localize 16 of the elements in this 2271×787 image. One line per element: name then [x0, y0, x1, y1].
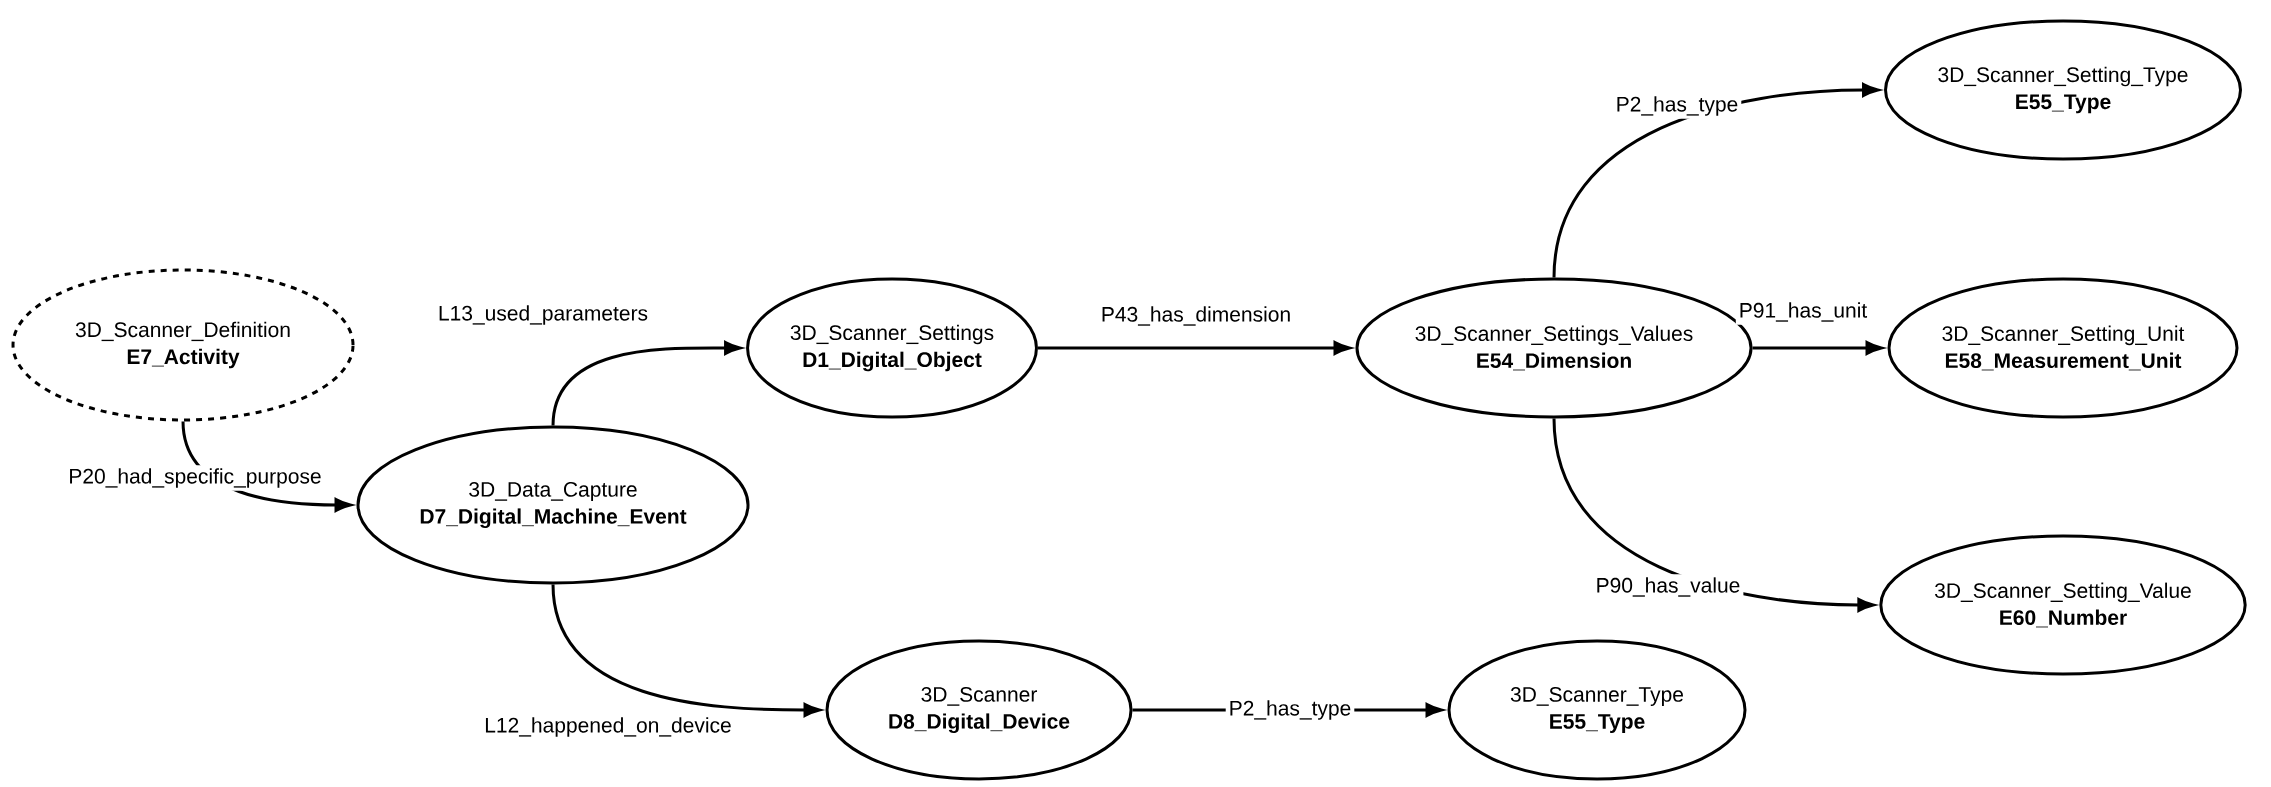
ellipse-node: 3D_Scanner D8_Digital_Device [825, 639, 1133, 781]
edge-label: L12_happened_on_device [481, 714, 735, 740]
ellipse-node: 3D_Scanner_Type E55_Type [1447, 639, 1747, 781]
edge-label: L13_used_parameters [434, 302, 652, 328]
edge-label: P43_has_dimension [1097, 303, 1295, 329]
ellipse-node: 3D_Scanner_Setting_Value E60_Number [1879, 534, 2247, 676]
ellipse-node: 3D_Scanner_Definition E7_Activity [11, 268, 355, 422]
edge-label: P2_has_type [1612, 93, 1742, 119]
edge-label: P90_has_value [1592, 574, 1744, 600]
ellipse-node: 3D_Data_Capture D7_Digital_Machine_Event [356, 425, 750, 585]
ellipse-node: 3D_Scanner_Setting_Type E55_Type [1884, 19, 2242, 161]
edge-label: P20_had_specific_purpose [65, 465, 325, 491]
edge-label: P91_has_unit [1735, 299, 1871, 325]
edge-label: P2_has_type [1225, 697, 1355, 723]
ellipse-node: 3D_Scanner_Setting_Unit E58_Measurement_Unit [1887, 277, 2239, 419]
ellipse-node: 3D_Scanner_Settings D1_Digital_Object [746, 277, 1038, 419]
